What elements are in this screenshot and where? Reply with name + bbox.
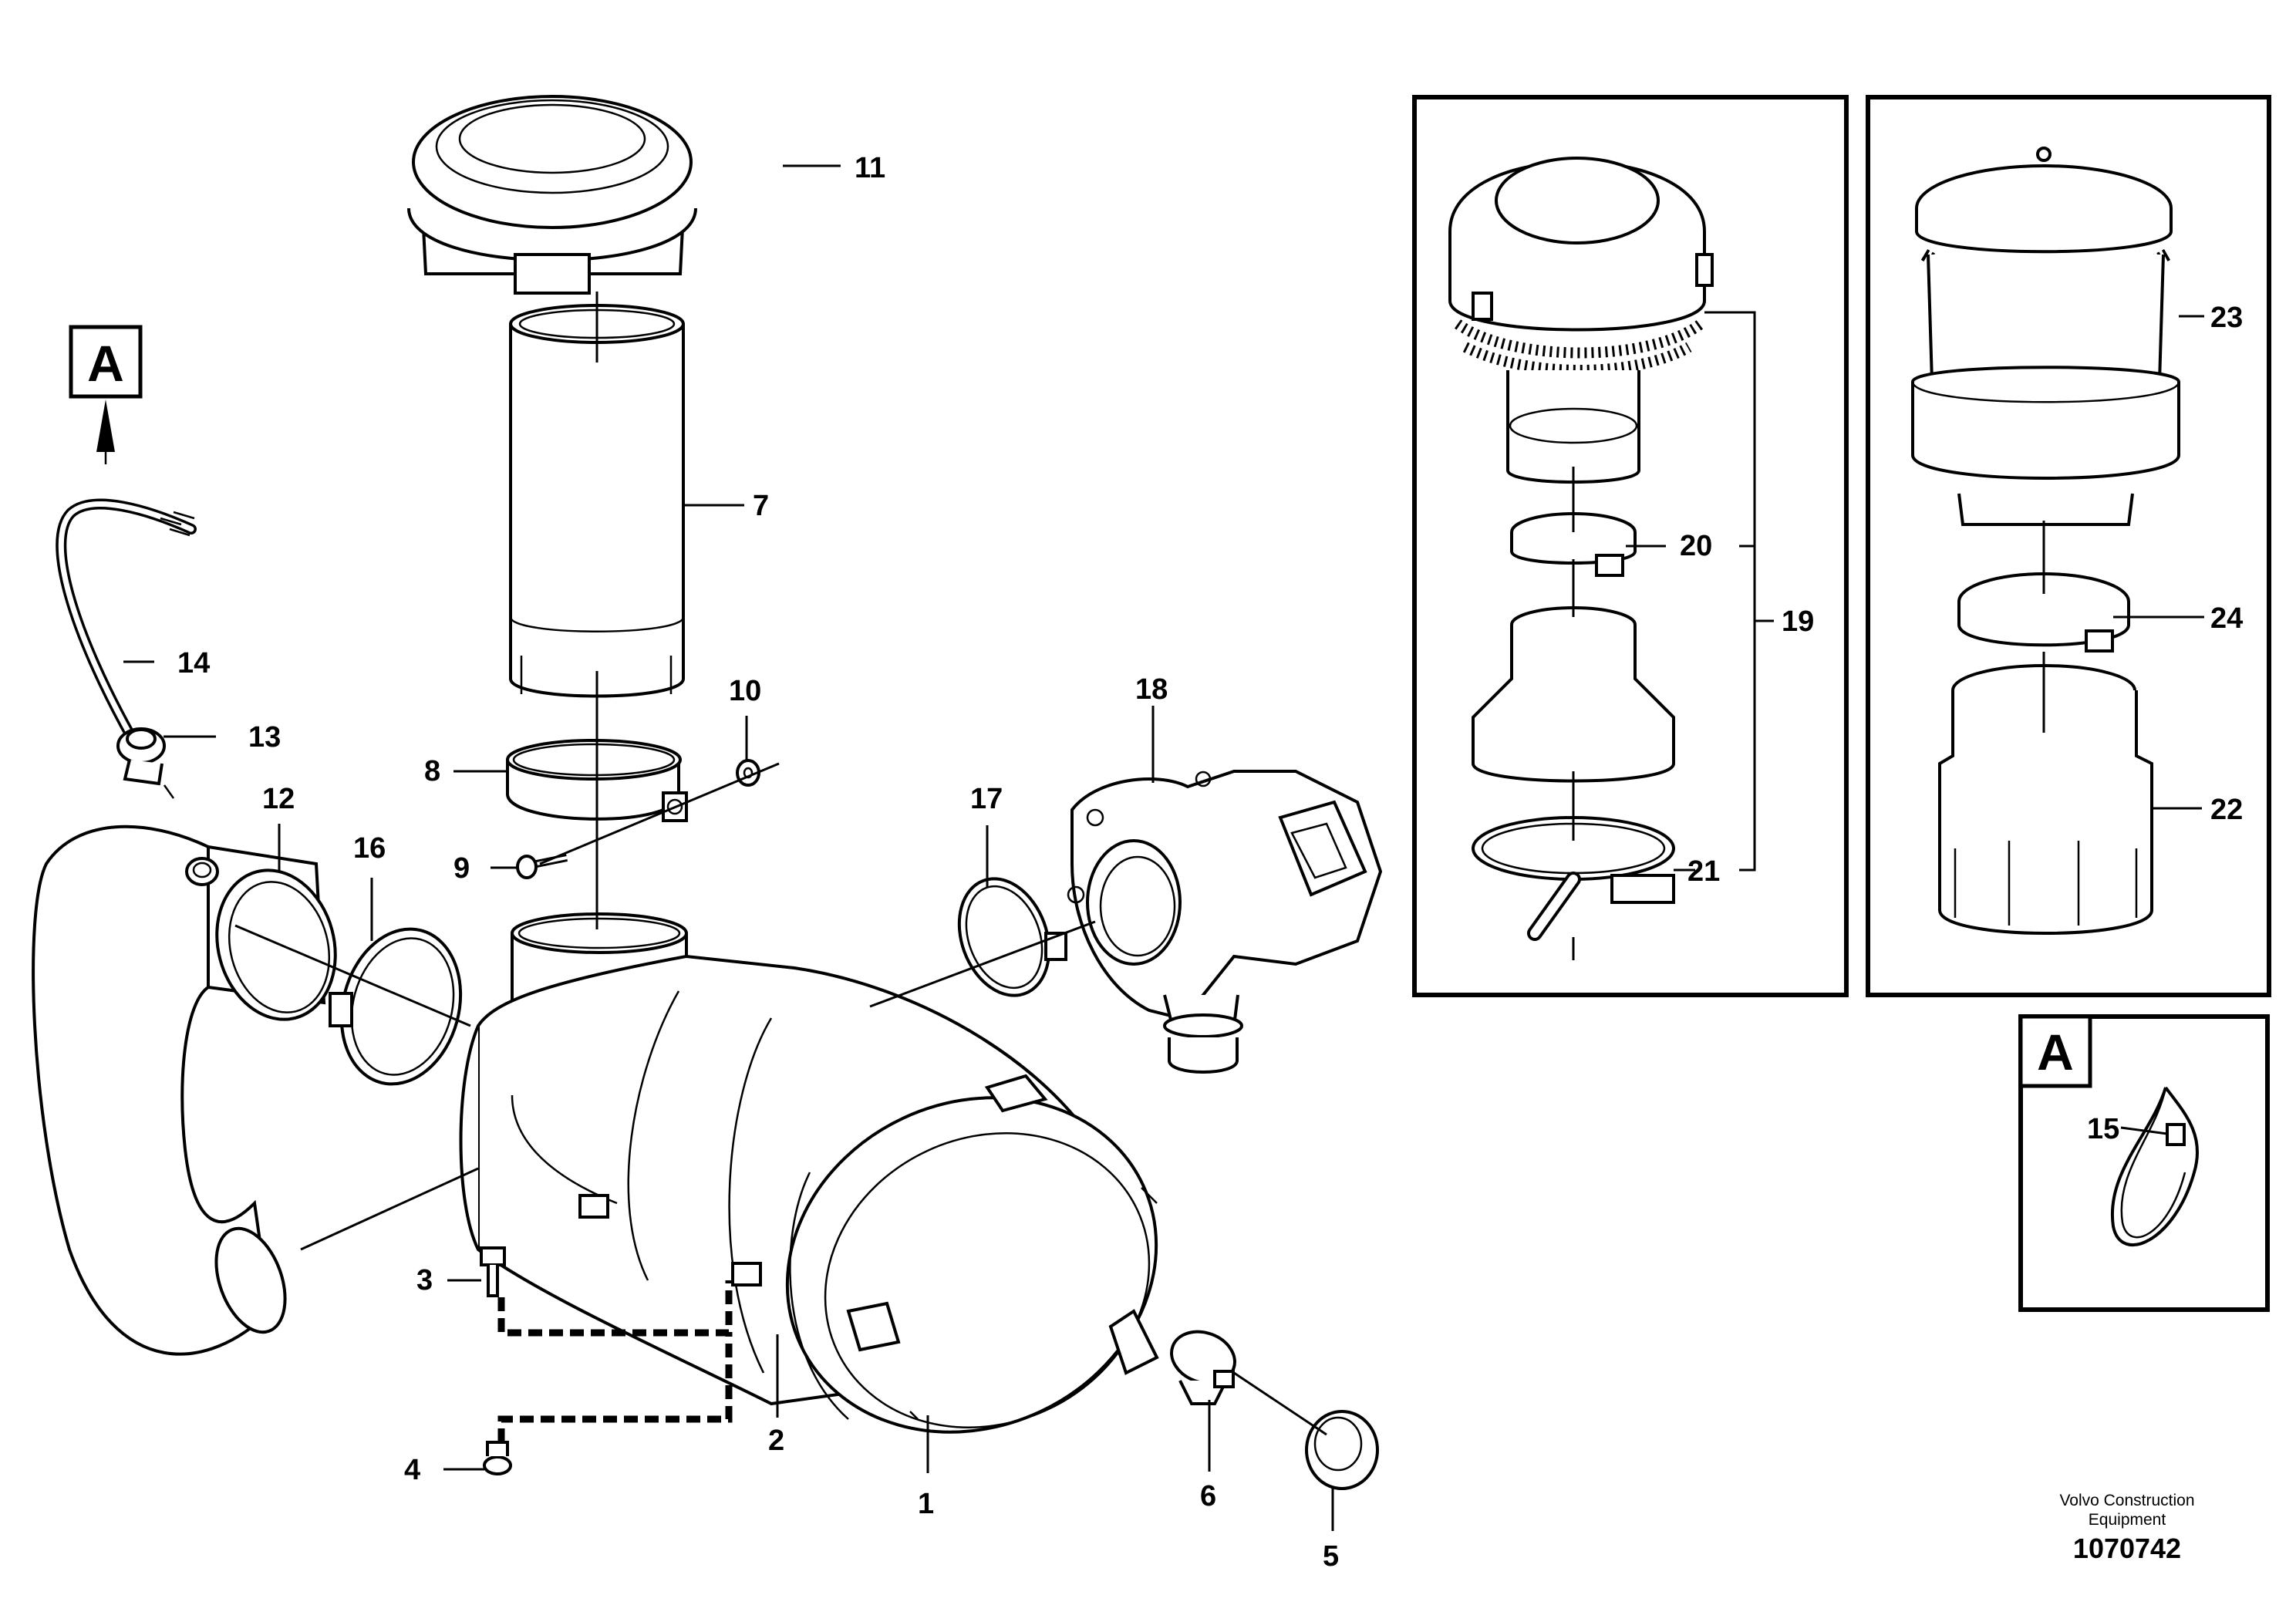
callout-24: 24 <box>2210 602 2243 635</box>
callout-15: 15 <box>2087 1113 2119 1145</box>
callout-18: 18 <box>1135 673 1168 706</box>
callout-17: 17 <box>970 783 1003 815</box>
detail-box-letter: A <box>2037 1023 2074 1081</box>
callout-1: 1 <box>918 1488 934 1520</box>
callout-5: 5 <box>1323 1540 1339 1573</box>
turbocharger <box>1067 770 1383 1074</box>
hose-clamp-16 <box>329 927 463 1086</box>
manufacturer-line-1: Volvo Construction <box>2059 1492 2194 1509</box>
filter-tube <box>509 304 685 698</box>
callout-11: 11 <box>855 152 885 184</box>
figure-number: 1070742 <box>2073 1533 2181 1564</box>
callout-9: 9 <box>453 852 470 885</box>
callout-7: 7 <box>753 490 769 522</box>
nut-4 <box>483 1441 512 1475</box>
screen-perforation <box>1454 319 1704 376</box>
hose-clamp-6 <box>1170 1330 1236 1405</box>
detail-box-a: A <box>2018 1014 2270 1312</box>
callout-22: 22 <box>2210 794 2243 826</box>
callout-14: 14 <box>177 647 210 679</box>
callout-12: 12 <box>262 783 295 815</box>
cap-5 <box>1305 1410 1379 1490</box>
pressure-sensor-wire <box>56 498 197 742</box>
assembly-lines <box>234 292 1327 1436</box>
precleaner-panel <box>1412 95 1849 997</box>
hose-clamp-top <box>506 739 688 822</box>
callout-3: 3 <box>416 1264 433 1297</box>
bolt-3 <box>480 1246 506 1297</box>
callout-labels: 11 7 8 9 10 14 13 12 16 17 18 3 4 2 1 6 … <box>177 152 2243 1573</box>
elbow-hose <box>32 824 337 1356</box>
callout-16: 16 <box>353 832 386 865</box>
manufacturer-line-2: Equipment <box>2089 1511 2166 1529</box>
leader-lines <box>123 164 2204 1531</box>
hose-clamp-17 <box>957 877 1067 997</box>
air-filter-housing <box>459 912 1159 1434</box>
detail-reference-letter: A <box>87 335 124 392</box>
callout-8: 8 <box>424 755 440 787</box>
detail-reference-a: A <box>69 325 143 464</box>
cable-tie <box>2110 1086 2199 1247</box>
mounting-strap-dashes <box>497 1280 733 1442</box>
pressure-sensor <box>116 727 175 799</box>
callout-2: 2 <box>768 1425 784 1457</box>
callout-20: 20 <box>1680 530 1712 562</box>
filter-element-panel <box>1866 95 2271 997</box>
bolt-9 <box>516 854 568 879</box>
callout-13: 13 <box>248 721 281 754</box>
callout-10: 10 <box>729 675 761 707</box>
callout-6: 6 <box>1200 1480 1216 1512</box>
callout-21: 21 <box>1687 855 1720 888</box>
callout-19: 19 <box>1782 605 1814 638</box>
filter-cap <box>407 95 697 295</box>
figure-footer: Volvo Construction Equipment 1070742 <box>2059 1492 2194 1564</box>
callout-23: 23 <box>2210 302 2243 334</box>
callout-4: 4 <box>404 1454 420 1486</box>
